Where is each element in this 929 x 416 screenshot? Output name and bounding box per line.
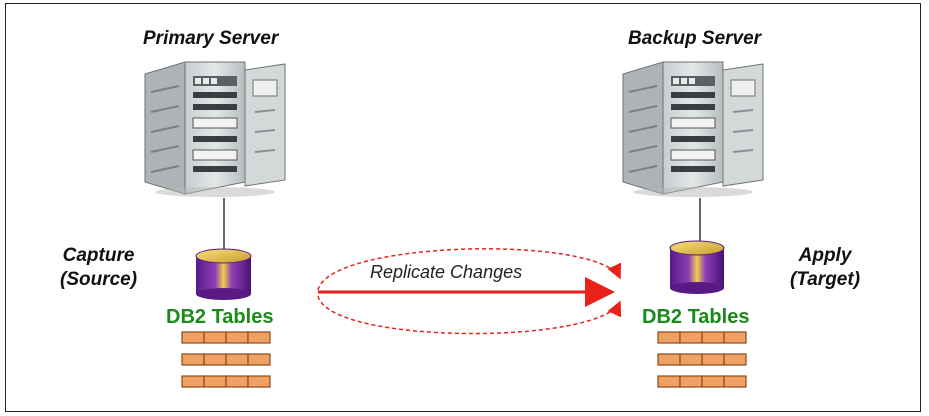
backup-tables-icon [657, 331, 747, 388]
primary-role-line1: Capture [62, 245, 135, 266]
primary-server-icon [144, 61, 286, 198]
backup-server-icon [622, 61, 764, 198]
backup-role-line1: Apply [798, 245, 852, 266]
backup-role-label: Apply (Target) [790, 244, 860, 292]
primary-server-title: Primary Server [143, 28, 279, 49]
primary-db-label: DB2 Tables [166, 306, 274, 328]
primary-tables-icon [181, 331, 271, 388]
backup-db-label: DB2 Tables [642, 306, 750, 328]
primary-role-label: Capture (Source) [60, 244, 137, 292]
primary-database-icon [195, 248, 252, 300]
primary-role-line2: (Source) [60, 269, 138, 290]
replicate-changes-label: Replicate Changes [370, 262, 523, 282]
backup-server-title: Backup Server [628, 28, 762, 49]
backup-database-icon [669, 240, 725, 294]
backup-role-line2: (Target) [790, 269, 861, 290]
replication-arc-bottom [317, 295, 622, 335]
